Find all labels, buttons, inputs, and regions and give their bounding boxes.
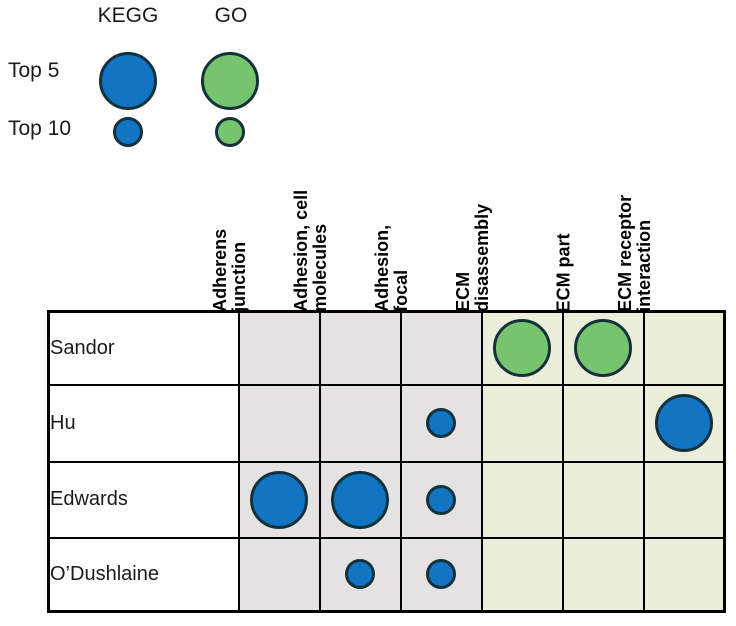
cell-odushlaine-adhesion-focal: [399, 536, 483, 613]
table-row: Edwards: [47, 460, 726, 539]
cell-odushlaine-adherens-junction: [237, 536, 321, 613]
column-headers: Adherens junction Adhesion, cell molecul…: [0, 0, 736, 312]
cell-hu-adhesion-focal: [399, 383, 483, 463]
row-label-edwards: Edwards: [47, 460, 240, 539]
cell-odushlaine-adhesion-cell-molecules: [318, 536, 402, 613]
legend-row-title-top5: Top 5: [8, 59, 60, 82]
legend-bubble-kegg-top5: [99, 52, 157, 110]
bubble: [426, 484, 456, 515]
cell-edwards-ecm-receptor-interaction: [642, 460, 726, 539]
cell-hu-ecm-part: [561, 383, 645, 463]
legend-bubble-go-top5: [201, 52, 259, 110]
column-header-adhesion-cell-molecules: Adhesion, cell molecules: [291, 189, 331, 312]
cell-edwards-adhesion-cell-molecules: [318, 460, 402, 539]
table-row: Sandor: [47, 310, 726, 386]
bubble: [654, 394, 713, 452]
bubble: [250, 470, 308, 529]
cell-hu-adhesion-cell-molecules: [318, 383, 402, 463]
bubble: [345, 559, 375, 590]
bubble: [426, 559, 456, 590]
column-header-ecm-part: ECM part: [553, 232, 574, 312]
row-label-sandor: Sandor: [47, 310, 240, 386]
cell-sandor-ecm-disassembly: [480, 310, 564, 386]
cell-edwards-adhesion-focal: [399, 460, 483, 539]
table-row: Hu: [47, 383, 726, 463]
bubble: [331, 470, 389, 529]
cell-sandor-ecm-receptor-interaction: [642, 310, 726, 386]
bubble: [493, 319, 551, 378]
legend-bubble-go-top10: [215, 117, 245, 147]
cell-hu-adherens-junction: [237, 383, 321, 463]
bubble: [426, 408, 456, 438]
legend: KEGG GO Top 5 Top 10: [0, 0, 300, 160]
cell-edwards-ecm-part: [561, 460, 645, 539]
row-label-hu: Hu: [47, 383, 240, 463]
bubble: [574, 319, 632, 378]
cell-odushlaine-ecm-disassembly: [480, 536, 564, 613]
legend-row-title-top10: Top 10: [8, 117, 72, 140]
cell-sandor-adhesion-focal: [399, 310, 483, 386]
column-header-adherens-junction: Adherens junction: [210, 228, 250, 312]
cell-edwards-adherens-junction: [237, 460, 321, 539]
cell-odushlaine-ecm-part: [561, 536, 645, 613]
cell-hu-ecm-disassembly: [480, 383, 564, 463]
column-header-ecm-receptor-interaction: ECM receptor interaction: [615, 194, 655, 312]
cell-hu-ecm-receptor-interaction: [642, 383, 726, 463]
column-header-adhesion-focal: Adhesion, focal: [372, 224, 412, 312]
legend-column-title-go: GO: [214, 4, 248, 27]
row-label-odushlaine: O’Dushlaine: [47, 536, 240, 613]
legend-column-title-kegg: KEGG: [97, 4, 159, 27]
column-header-ecm-disassembly: ECM disassembly: [453, 203, 493, 312]
table-row: O’Dushlaine: [47, 536, 726, 613]
cell-sandor-adhesion-cell-molecules: [318, 310, 402, 386]
bubble-matrix-table: Sandor: [47, 310, 726, 613]
legend-bubble-kegg-top10: [113, 117, 143, 147]
cell-sandor-adherens-junction: [237, 310, 321, 386]
cell-edwards-ecm-disassembly: [480, 460, 564, 539]
cell-sandor-ecm-part: [561, 310, 645, 386]
cell-odushlaine-ecm-receptor-interaction: [642, 536, 726, 613]
